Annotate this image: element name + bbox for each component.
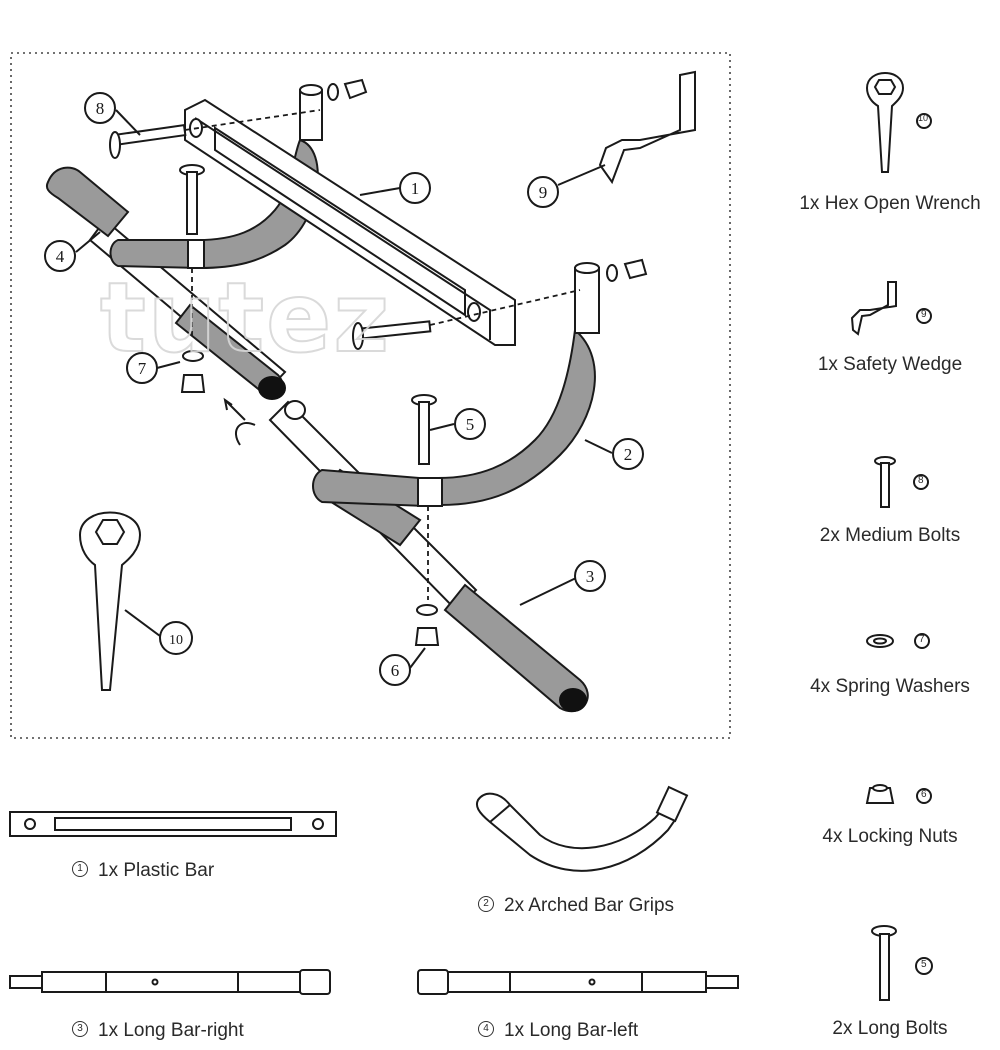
- hardware-drawing: [109, 78, 648, 646]
- part-label-medium-bolts: 2x Medium Bolts: [819, 525, 961, 546]
- part-num-8: 8: [918, 475, 924, 486]
- part-num-9: 9: [921, 309, 927, 320]
- part-label-hex-open-wrench: 1x Hex Open Wrench: [799, 193, 981, 214]
- medium-bolt-icon: [874, 456, 929, 508]
- safety-wedge-icon: [850, 281, 932, 336]
- svg-text:7: 7: [138, 359, 147, 378]
- long-bar-right-drawing: [268, 400, 589, 713]
- callout-4: [44, 240, 76, 272]
- callout-9: [527, 176, 559, 208]
- part-num-10: 10: [918, 113, 929, 123]
- svg-text:9: 9: [539, 183, 548, 202]
- callout-8: [84, 92, 116, 124]
- callout-3: [574, 560, 606, 592]
- part-num-7: 7: [919, 634, 925, 645]
- part-label-safety-wedge: 1x Safety Wedge: [817, 354, 963, 375]
- watermark: tutez: [99, 261, 392, 375]
- locking-nut-icon: [865, 784, 932, 804]
- callout-leaders: [75, 109, 613, 669]
- part-num-5: 5: [921, 959, 927, 970]
- svg-text:8: 8: [96, 99, 105, 118]
- part-num-6: 6: [921, 789, 927, 800]
- arched-bar-grip-icon: [475, 785, 689, 872]
- svg-text:2: 2: [624, 445, 633, 464]
- hex-wrench-drawing: [78, 511, 142, 691]
- part-label-locking-nuts: 4x Locking Nuts: [822, 826, 958, 847]
- long-bar-right-icon: [9, 969, 331, 995]
- callout-10: [159, 621, 193, 655]
- spring-washer-icon: [866, 633, 930, 649]
- svg-text:5: 5: [466, 415, 475, 434]
- arched-grip-lower-drawing: [312, 262, 600, 508]
- callout-5: [454, 408, 486, 440]
- svg-text:3: 3: [586, 567, 595, 586]
- svg-text:6: 6: [391, 661, 400, 680]
- long-bolt-icon: [871, 925, 933, 1001]
- part-label-spring-washers: 4x Spring Washers: [810, 676, 970, 697]
- callout-circles: 8 1 2 3 4 5 6 7 9 10: [44, 92, 644, 686]
- svg-text:1: 1: [411, 179, 420, 198]
- svg-text:10: 10: [169, 633, 183, 648]
- hex-open-wrench-icon: [865, 72, 932, 173]
- plastic-bar-drawing: [184, 98, 516, 346]
- callout-1: [399, 172, 431, 204]
- plastic-bar-icon: [9, 811, 337, 837]
- long-bar-left-icon: [417, 969, 739, 995]
- safety-wedge-drawing: [598, 70, 696, 185]
- svg-text:4: 4: [56, 247, 65, 266]
- callout-7: [126, 352, 158, 384]
- arched-grip-upper-drawing: [109, 84, 323, 270]
- callout-2: [612, 438, 644, 470]
- part-label-long-bolts: 2x Long Bolts: [832, 1018, 948, 1039]
- callout-6: [379, 654, 411, 686]
